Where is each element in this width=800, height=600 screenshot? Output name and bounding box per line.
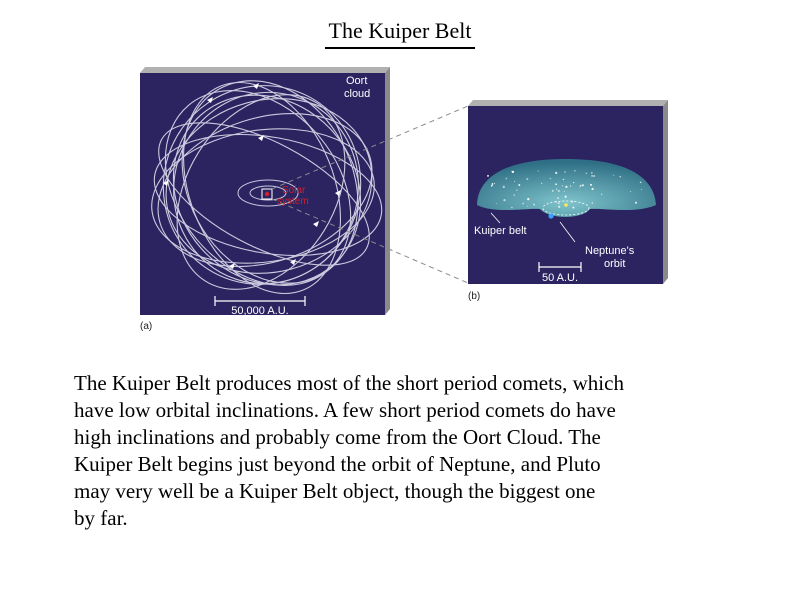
kuiper-object-dot [635, 202, 637, 204]
kuiper-object-dot [570, 185, 571, 186]
panel-b-top-bevel [468, 100, 668, 106]
oort-cloud-label-2: cloud [344, 88, 370, 100]
kuiper-object-dot [564, 191, 565, 192]
oort-cloud-label-1: Oort [346, 75, 367, 87]
kuiper-object-dot [590, 184, 592, 186]
kuiper-object-dot [619, 176, 620, 177]
body-line: by far. [74, 505, 734, 532]
kuiper-object-dot [526, 178, 528, 180]
kuiper-object-dot [516, 189, 517, 190]
kuiper-object-dot [503, 199, 505, 201]
kuiper-belt-label: Kuiper belt [474, 225, 527, 237]
kuiper-object-dot [503, 186, 505, 188]
kuiper-object-dot [527, 206, 528, 207]
kuiper-object-dot [630, 191, 631, 192]
kuiper-object-dot [527, 198, 529, 200]
kuiper-object-dot [541, 183, 542, 184]
kuiper-object-dot [505, 178, 507, 180]
kuiper-object-dot [591, 188, 593, 190]
kuiper-object-dot [558, 202, 560, 204]
kuiper-object-dot [565, 186, 567, 188]
kuiper-object-dot [494, 183, 495, 184]
kuiper-object-dot [491, 185, 493, 187]
kuiper-object-dot [580, 186, 581, 187]
kuiper-object-dot [586, 173, 588, 175]
kuiper-object-dot [514, 181, 515, 182]
kuiper-object-dot [538, 170, 539, 171]
panel-b-label: (b) [468, 291, 480, 302]
sun-marker [564, 203, 568, 207]
kuiper-object-dot [518, 184, 520, 186]
kuiper-object-dot [582, 184, 584, 186]
body-paragraph: The Kuiper Belt produces most of the sho… [74, 370, 734, 532]
kuiper-object-dot [511, 207, 513, 209]
body-line: high inclinations and probably come from… [74, 424, 734, 451]
kuiper-object-dot [613, 175, 614, 176]
kuiper-object-dot [593, 175, 595, 177]
panel-a-side-bevel [385, 67, 390, 315]
body-line: Kuiper Belt begins just beyond the orbit… [74, 451, 734, 478]
kuiper-object-dot [492, 183, 494, 185]
kuiper-object-dot [555, 183, 557, 185]
kuiper-object-dot [574, 170, 575, 171]
body-line: have low orbital inclinations. A few sho… [74, 397, 734, 424]
kuiper-object-dot [601, 194, 602, 195]
kuiper-object-dot [552, 190, 554, 192]
kuiper-object-dot [511, 171, 512, 172]
solar-system-marker [265, 192, 269, 196]
body-line: The Kuiper Belt produces most of the sho… [74, 370, 734, 397]
scale-label-b: 50 A.U. [542, 272, 578, 284]
kuiper-object-dot [564, 171, 565, 172]
kuiper-object-dot [522, 203, 524, 205]
kuiper-object-dot [641, 189, 642, 190]
solar-system-label-2: system [277, 196, 309, 207]
neptune-marker [548, 213, 553, 218]
kuiper-object-dot [496, 203, 497, 204]
neptune-label-2: orbit [604, 258, 625, 270]
kuiper-object-dot [555, 172, 557, 174]
kuiper-object-dot [572, 207, 574, 209]
kuiper-object-dot [487, 175, 489, 177]
kuiper-object-dot [592, 202, 593, 203]
kuiper-object-dot [533, 204, 535, 206]
kuiper-object-dot [580, 185, 581, 186]
panel-b: Kuiper belt Neptune's orbit 50 A.U. (b) [468, 100, 668, 302]
kuiper-object-dot [514, 194, 515, 195]
panel-a-label: (a) [140, 321, 152, 332]
panel-a-top-bevel [140, 67, 390, 73]
kuiper-object-dot [573, 182, 574, 183]
kuiper-object-dot [562, 185, 563, 186]
kuiper-object-dot [558, 206, 560, 208]
kuiper-object-dot [640, 181, 642, 183]
kuiper-object-dot [558, 190, 560, 192]
panel-a: Oort cloud Solar system 50,000 A.U. (a) [124, 47, 399, 332]
neptune-label-1: Neptune's [585, 245, 635, 257]
kuiper-figure: Oort cloud Solar system 50,000 A.U. (a) … [0, 0, 800, 340]
body-line: may very well be a Kuiper Belt object, t… [74, 478, 734, 505]
kuiper-object-dot [565, 196, 567, 198]
kuiper-object-dot [591, 175, 593, 177]
kuiper-object-dot [591, 172, 593, 174]
kuiper-object-dot [563, 179, 565, 181]
kuiper-object-dot [550, 178, 552, 180]
kuiper-object-dot [556, 189, 557, 190]
panel-b-side-bevel [663, 100, 668, 284]
kuiper-object-dot [557, 197, 558, 198]
solar-system-label-1: Solar [282, 185, 306, 196]
scale-label-a: 50,000 A.U. [231, 305, 289, 317]
